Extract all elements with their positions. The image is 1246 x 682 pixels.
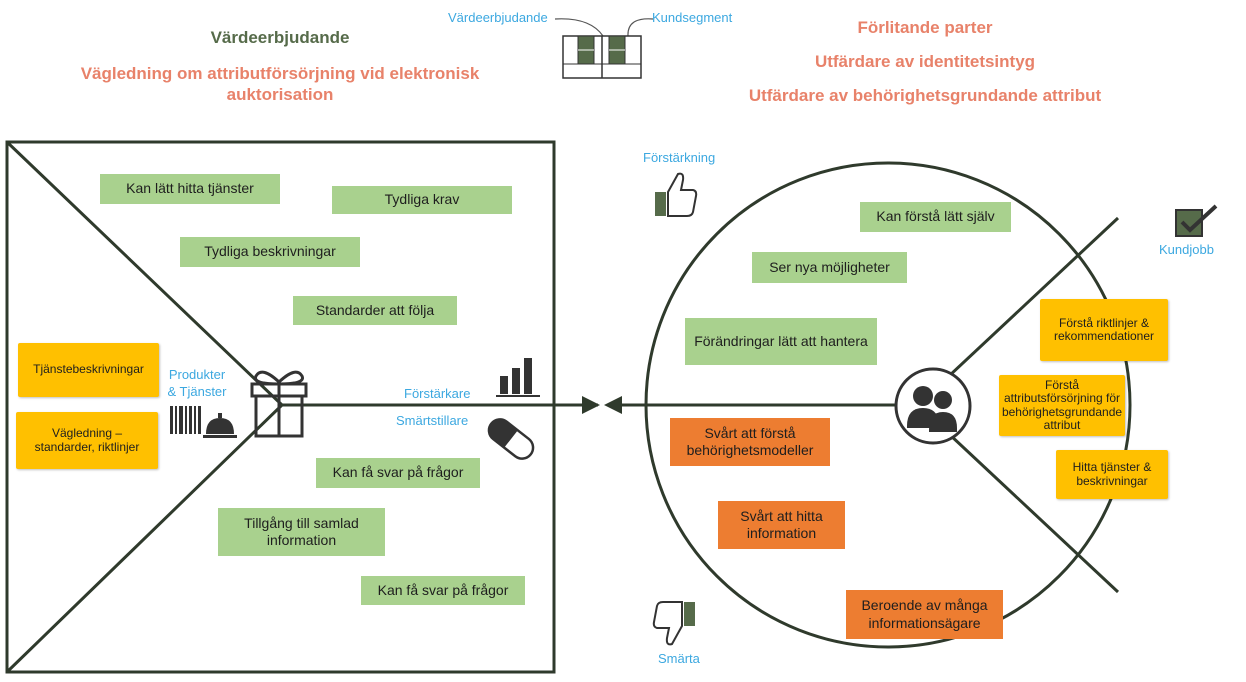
gain-creator-note: Tydliga krav	[332, 186, 512, 214]
bar-chart-icon	[496, 358, 540, 397]
gain-creator-note: Kan lätt hitta tjänster	[100, 174, 280, 204]
gains-label: Förstärkning	[643, 150, 716, 165]
value-proposition-title: Värdeerbjudande	[210, 28, 350, 47]
value-proposition-subtitle: Vägledning om attributförsörjning vid el…	[80, 64, 480, 104]
checkbox-check-icon	[1175, 204, 1218, 237]
pain-reliever-note: Kan få svar på frågor	[361, 576, 525, 605]
legend-customer-segment-label: Kundsegment	[652, 10, 733, 25]
value-map-frame	[5, 140, 556, 674]
gain-creator-note: Tydliga beskrivningar	[180, 237, 360, 267]
pain-note: Svårt att hitta information	[718, 501, 845, 549]
product-note: Vägledning – standarder, riktlinjer	[16, 412, 158, 469]
products-services-label: Produkter & Tjänster	[167, 367, 227, 399]
pain-reliever-note: Kan få svar på frågor	[316, 458, 480, 488]
pains-label: Smärta	[658, 651, 700, 666]
thumbs-up-icon	[655, 172, 698, 217]
barcode-bell-icon	[170, 406, 237, 438]
pain-note: Beroende av många informationsägare	[846, 590, 1003, 639]
pain-relievers-label: Smärtstillare	[396, 413, 469, 428]
customer-job-note: Förstå attributsförsörjning för behörigh…	[999, 375, 1125, 436]
gain-creator-note: Standarder att följa	[293, 296, 457, 325]
gift-icon	[250, 370, 308, 438]
customer-job-note: Hitta tjänster & beskrivningar	[1056, 450, 1168, 499]
jobs-label: Kundjobb	[1159, 242, 1214, 257]
arrow-left	[604, 396, 622, 414]
pain-reliever-note: Tillgång till samlad information	[218, 508, 385, 556]
gain-note: Förändringar lätt att hantera	[685, 318, 877, 365]
value-map-diagonal-bottom	[5, 403, 284, 674]
customer-profile-circle	[644, 161, 1132, 649]
thumbs-down-icon	[652, 601, 695, 646]
arrow-right	[582, 396, 600, 414]
gain-note: Kan förstå lätt själv	[860, 202, 1011, 232]
canvas-legend-icon	[554, 18, 654, 79]
customer-avatar-icon	[894, 367, 972, 445]
segment-line-2: Utfärdare av identitetsintyg	[814, 52, 1036, 71]
pill-icon	[487, 418, 535, 460]
gain-note: Ser nya möjligheter	[752, 252, 907, 283]
legend-value-proposition-label: Värdeerbjudande	[448, 10, 548, 25]
segment-line-3: Utfärdare av behörighetsgrundande attrib…	[748, 86, 1102, 105]
segment-line-1: Förlitande parter	[857, 18, 993, 37]
value-map-diagonal-top	[5, 140, 284, 407]
pain-note: Svårt att förstå behörighetsmodeller	[670, 418, 830, 466]
customer-job-note: Förstå riktlinjer & rekommendationer	[1040, 299, 1168, 361]
product-note: Tjänstebeskrivningar	[18, 343, 159, 397]
gain-creators-label: Förstärkare	[404, 386, 471, 401]
